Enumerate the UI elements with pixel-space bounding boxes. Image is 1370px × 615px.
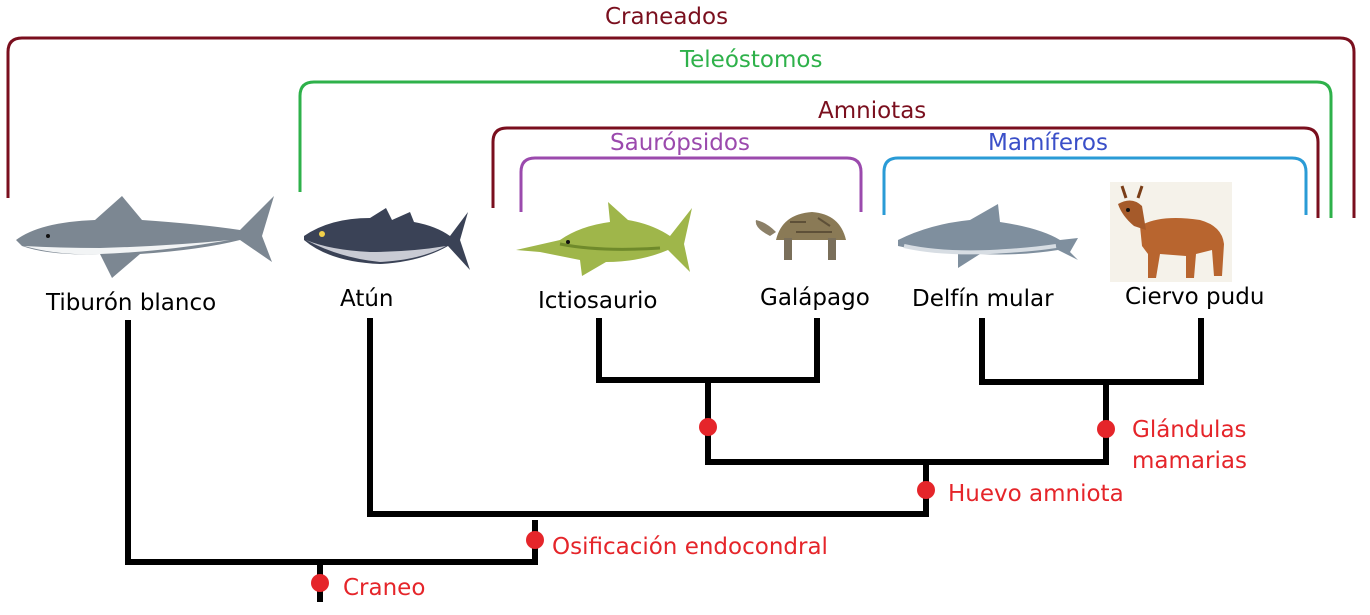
deer-icon [1110,182,1232,282]
trait-dot-huevo [917,481,935,499]
shark-icon [16,196,274,278]
clade-label-teleostomos: Teleóstomos [680,47,823,73]
branch-mamiferos [979,318,1204,385]
tuna-icon [304,208,470,270]
trait-label-osificacion: Osificación endocondral [552,534,828,560]
trait-label-glandulas-2: mamarias [1132,448,1247,474]
branch-atun [367,318,929,517]
branch-amniotas-join [705,380,1109,465]
trait-label-craneo: Craneo [343,575,426,601]
clade-label-amniotas: Amniotas [818,98,927,124]
bracket-craneados [6,36,1356,218]
taxon-label-galapago: Galápago [760,285,870,311]
ichthyosaur-icon [516,202,692,276]
bracket-teleostomos [298,80,1333,218]
clade-label-mamiferos: Mamíferos [988,130,1108,156]
bracket-mamiferos [882,156,1308,215]
trait-dot-craneo [311,574,329,592]
trait-dot-sauropsidos [699,418,717,436]
taxon-label-delfin: Delfín mular [912,286,1054,312]
trait-dot-osificacion [526,531,544,549]
branch-tiburon [125,320,538,565]
taxon-label-atun: Atún [340,286,394,312]
taxon-label-ciervo: Ciervo pudu [1125,284,1265,310]
taxon-label-tiburon: Tiburón blanco [46,290,217,316]
trait-label-glandulas-1: Glándulas [1132,417,1247,443]
trait-label-huevo: Huevo amniota [948,481,1124,507]
branch-sauropsidos [596,318,820,383]
bracket-amniotas [491,126,1320,218]
taxon-label-ictiosaurio: Ictiosaurio [538,288,658,314]
clade-label-sauropsidos: Saurópsidos [610,130,750,156]
clade-label-craneados: Craneados [605,4,729,30]
tortoise-icon [755,212,846,260]
bracket-sauropsidos [519,156,863,212]
dolphin-icon [898,204,1078,268]
trait-dot-glandulas [1097,420,1115,438]
